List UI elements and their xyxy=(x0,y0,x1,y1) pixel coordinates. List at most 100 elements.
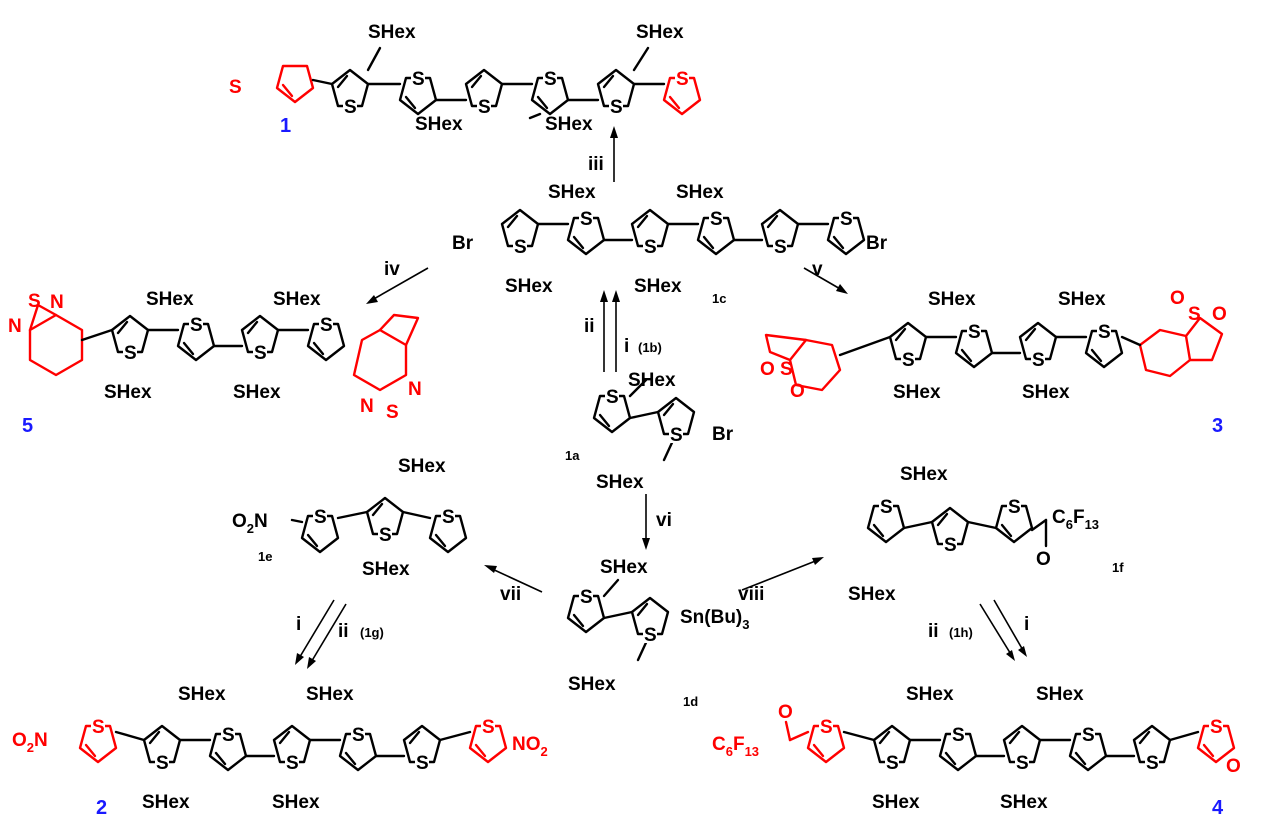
compound-number: 5 xyxy=(22,415,33,437)
o-atom: O xyxy=(1170,288,1185,309)
compound-label: 1c xyxy=(712,291,726,306)
arrowhead xyxy=(1018,646,1027,657)
shex-label: SHex xyxy=(272,792,320,813)
o-atom: O xyxy=(760,359,775,380)
compound-1a: SHex SHex Br 1a xyxy=(565,370,734,493)
s-atom: S xyxy=(676,69,689,90)
s-atom: S xyxy=(1188,304,1201,325)
reagent-iii: iii xyxy=(588,154,604,175)
reagent-vii: vii xyxy=(500,584,521,605)
shex-label: SHex xyxy=(1022,382,1070,403)
compound-1d: SHex SHex Sn(Bu)3 1d xyxy=(566,557,750,709)
n-atom: N xyxy=(8,316,22,337)
o-atom: O xyxy=(1212,304,1227,325)
s-atom: S xyxy=(952,725,965,746)
shex-label: SHex xyxy=(545,114,593,135)
s-atom: S xyxy=(156,753,169,774)
shex-label: SHex xyxy=(600,557,648,578)
shex-label: SHex xyxy=(872,792,920,813)
arrowhead xyxy=(812,557,824,565)
s-atom: S xyxy=(478,97,491,118)
compound-label: 1a xyxy=(565,448,580,463)
n-atom: N xyxy=(50,292,64,313)
s-atom: S xyxy=(1032,350,1045,371)
shex-label: SHex xyxy=(368,22,416,43)
o2n-label: O2N xyxy=(232,511,268,536)
compound-number: 1 xyxy=(280,115,291,137)
shex-label: SHex xyxy=(1036,684,1084,705)
s-atom: S xyxy=(902,350,915,371)
shex-label: SHex xyxy=(676,182,724,203)
arrowhead xyxy=(610,126,618,138)
shex-label: SHex xyxy=(568,674,616,695)
compound-number: 2 xyxy=(96,797,107,819)
s-atom: S xyxy=(774,237,787,258)
shex-label: SHex xyxy=(1000,792,1048,813)
reagent-ref: (1b) xyxy=(638,340,662,355)
compound-number: 3 xyxy=(1212,415,1223,437)
reagent-iv: iv xyxy=(384,259,400,280)
s-atom: S xyxy=(190,315,203,336)
s-atom: S xyxy=(92,717,105,738)
s-atom: S xyxy=(644,237,657,258)
br-label: Br xyxy=(866,233,888,254)
shex-label: SHex xyxy=(636,22,684,43)
compound-label: 1d xyxy=(683,694,698,709)
arrow-vii xyxy=(489,567,543,593)
compound-1f: SHex SHex O C6F13 1f xyxy=(848,464,1124,605)
arrow-v xyxy=(803,267,843,291)
arrowhead xyxy=(484,565,497,573)
s-atom: S xyxy=(482,717,495,738)
c6f13-label: C6F13 xyxy=(712,734,759,759)
shex-label: SHex xyxy=(1058,289,1106,310)
s-atom: S xyxy=(320,315,333,336)
shex-label: SHex xyxy=(178,684,226,705)
s-atom: S xyxy=(352,725,365,746)
arrowhead xyxy=(600,290,608,302)
arrowhead xyxy=(307,657,316,669)
compound-3: S O O S O O SHex SHex SHex SHex 3 xyxy=(760,288,1227,437)
s-atom: S xyxy=(670,425,683,446)
compound-2: O2N NO2 SHex SHex SHex SHex 2 xyxy=(12,684,548,819)
shex-label: SHex xyxy=(104,382,152,403)
shex-label: SHex xyxy=(900,464,948,485)
arrowhead xyxy=(836,284,848,294)
shex-label: SHex xyxy=(146,289,194,310)
s-atom: S xyxy=(780,359,793,380)
compound-1e: O2N SHex SHex 1e xyxy=(232,456,468,580)
shex-label: SHex xyxy=(596,472,644,493)
s-atom: S xyxy=(820,717,833,738)
reagent-vi: vi xyxy=(656,510,672,531)
s-atom: S xyxy=(944,535,957,556)
shex-label: SHex xyxy=(362,559,410,580)
s-atom: S xyxy=(416,753,429,774)
s-atom: S xyxy=(222,725,235,746)
arrow-i xyxy=(993,599,1025,653)
arrow-ii xyxy=(979,603,1013,657)
shex-label: SHex xyxy=(893,382,941,403)
reagent-ii: ii xyxy=(338,621,349,642)
arrowhead xyxy=(642,538,650,550)
s-atom: S xyxy=(229,77,242,98)
s-atom: S xyxy=(442,507,455,528)
compound-1: SHex SHex SHex SHex 1 xyxy=(275,22,702,137)
compound-4: C6F13 O O SHex SHex SHex SHex 4 xyxy=(712,684,1241,819)
shex-label: SHex xyxy=(415,114,463,135)
c6f13-label: C6F13 xyxy=(1052,507,1099,532)
shex-label: SHex xyxy=(906,684,954,705)
reaction-arrows: iii ii i (1b) iv v vi vii viii i ii (1g)… xyxy=(295,126,1029,669)
s-atom: S xyxy=(544,69,557,90)
shex-label: SHex xyxy=(233,382,281,403)
br-label: Br xyxy=(712,424,734,445)
s-atom: S xyxy=(412,69,425,90)
shex-label: SHex xyxy=(142,792,190,813)
compound-label: 1f xyxy=(1112,560,1124,575)
s-atom: S xyxy=(1098,322,1111,343)
shex-label: SHex xyxy=(634,276,682,297)
s-atom: S xyxy=(580,209,593,230)
reagent-i: i xyxy=(1024,614,1029,635)
s-atom: S xyxy=(286,753,299,774)
s-atom: S xyxy=(840,209,853,230)
compound-label: 1e xyxy=(258,549,272,564)
